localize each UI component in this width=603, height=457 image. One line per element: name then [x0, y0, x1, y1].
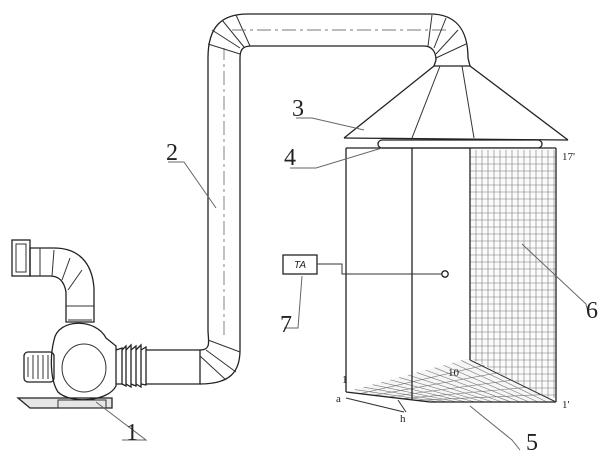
hood-front-ridge	[411, 65, 441, 139]
intake-opening	[15, 243, 27, 273]
floor-mesh-wire	[359, 365, 485, 394]
dim-tick	[397, 399, 407, 413]
callout-6: 6	[586, 298, 598, 324]
leader-2	[168, 161, 217, 209]
hood-right-edge	[469, 65, 569, 141]
lower-elbow	[199, 300, 241, 385]
callout-1: 1	[126, 420, 138, 446]
fan-motor	[23, 351, 55, 383]
mark-bottom-mid: 10	[448, 367, 460, 379]
air-distributor	[377, 139, 543, 149]
hood-rear-ridge	[461, 65, 475, 139]
floor-mesh-wire	[387, 379, 514, 398]
leader-7	[284, 275, 303, 329]
intake-elbow	[29, 247, 95, 323]
duct-system	[199, 13, 471, 385]
floor-mesh	[346, 358, 556, 403]
leader-1	[95, 401, 148, 441]
upper-left-segments	[207, 14, 251, 55]
upper-right-segments	[427, 14, 467, 59]
probe-cable	[317, 263, 442, 275]
mark-top-right: 17'	[562, 151, 575, 163]
leader-4	[290, 147, 383, 169]
callout-7: 7	[280, 312, 292, 338]
callout-5: 5	[526, 430, 538, 456]
leader-3	[296, 117, 365, 131]
mark-bottom-right: 1'	[562, 399, 570, 411]
callout-2: 2	[166, 140, 178, 166]
motor-fins	[27, 355, 49, 379]
floor-mesh-wire	[373, 372, 499, 396]
bottom-front-edge	[345, 391, 431, 403]
floor-mesh-wire	[401, 387, 528, 399]
hood	[343, 65, 569, 141]
bottom-rear-edge	[469, 359, 557, 403]
elbow-bands	[66, 305, 94, 321]
upper-left-elbow	[207, 13, 253, 59]
fan-unit	[11, 239, 201, 409]
side-mesh	[470, 148, 556, 398]
callout-4: 4	[284, 145, 296, 171]
leader-lines	[95, 117, 589, 451]
fan-impeller	[61, 343, 107, 393]
hood-left-edge	[343, 65, 435, 139]
fan-outlet-pipe	[146, 349, 201, 385]
upper-right-elbow	[423, 13, 469, 61]
floor-mesh-wire	[415, 394, 542, 401]
callout-3: 3	[292, 96, 304, 122]
test-chamber	[345, 147, 557, 413]
ta-meter-label: TA	[294, 260, 306, 271]
mark-dim-a: a	[336, 393, 341, 405]
mark-bottom-left: 1	[342, 374, 348, 386]
lower-elbow-segments	[199, 339, 241, 381]
leader-6	[521, 243, 589, 313]
probe-sensor	[441, 270, 449, 278]
instrument-group: TA	[282, 254, 449, 278]
flex-bellows	[115, 343, 147, 389]
leader-5	[469, 405, 521, 451]
mark-dim-h: h	[400, 413, 406, 425]
dim-line-a	[345, 397, 405, 413]
duct-collar	[433, 57, 471, 67]
intake-flange	[11, 239, 31, 277]
fan-volute	[50, 322, 117, 401]
elbow-segments	[39, 248, 83, 291]
